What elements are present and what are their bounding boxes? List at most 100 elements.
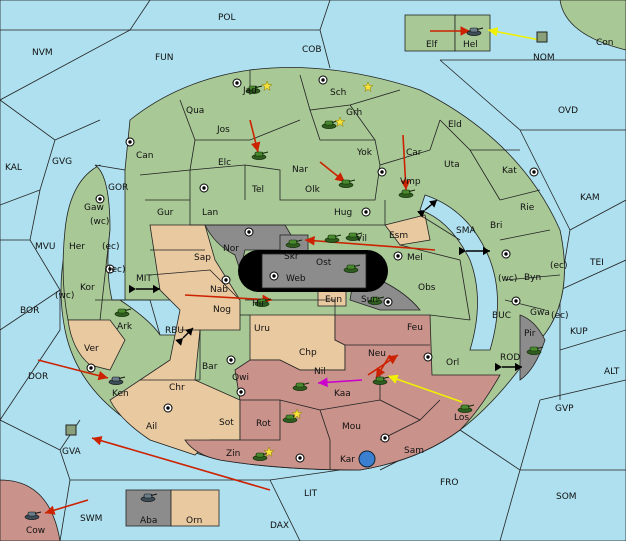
label-Ost: Ost <box>316 258 332 268</box>
supply-center-icon <box>226 355 236 365</box>
label-Mel: Mel <box>407 253 423 263</box>
label-ROD: ROD <box>500 353 520 363</box>
label-DAX: DAX <box>270 521 289 531</box>
supply-center-icon <box>501 249 511 259</box>
label-Chp: Chp <box>299 348 317 358</box>
supply-center-icon <box>295 453 305 463</box>
label-Kor: Kor <box>80 283 95 293</box>
supply-center-icon <box>393 251 403 261</box>
label-NOM: NOM <box>533 53 555 63</box>
label-Olk: Olk <box>305 185 321 195</box>
label-Lan: Lan <box>202 208 218 218</box>
label-MIT: MIT <box>136 274 152 284</box>
label-Grh: Grh <box>346 108 362 118</box>
label-KUP: KUP <box>570 327 588 337</box>
supply-center-icon <box>244 227 254 237</box>
label-TEI: TEI <box>589 258 604 268</box>
label-wc3: (wc) <box>55 291 74 301</box>
label-ALT: ALT <box>604 367 620 377</box>
label-ec2: (ec) <box>550 261 568 271</box>
label-Nar: Nar <box>292 165 308 175</box>
label-GOR: GOR <box>108 183 128 193</box>
label-Gur: Gur <box>157 208 174 218</box>
label-Sun: Sun <box>361 295 378 305</box>
label-NVM: NVM <box>32 48 53 58</box>
supply-center-icon <box>377 167 387 177</box>
depot-icon <box>536 31 548 43</box>
label-MVU: MVU <box>35 242 56 252</box>
territory-elf[interactable] <box>404 14 456 52</box>
label-Car: Car <box>406 148 422 158</box>
label-ec4: (ec) <box>551 311 569 321</box>
label-Ver: Ver <box>84 344 99 354</box>
label-Ail: Ail <box>146 422 157 432</box>
label-Elc: Elc <box>218 158 231 168</box>
label-Cow: Cow <box>26 526 45 536</box>
label-KAL: KAL <box>5 163 22 173</box>
label-Eun: Eun <box>325 295 342 305</box>
label-ec3: (ec) <box>108 265 126 275</box>
label-FRO: FRO <box>440 478 459 488</box>
label-Elf: Elf <box>426 40 438 50</box>
label-Feu: Feu <box>407 323 423 333</box>
label-Her: Her <box>69 242 85 252</box>
orders <box>37 26 541 515</box>
territory-labels: POL NVM FUN COB Elf Hel NOM Con KAL GVG … <box>5 13 620 536</box>
territory-esm[interactable] <box>384 214 431 246</box>
territory-orn[interactable] <box>170 489 220 527</box>
territory-ver[interactable] <box>67 319 126 371</box>
label-Con: Con <box>596 38 614 48</box>
label-Nog: Nog <box>213 305 231 315</box>
label-Orl: Orl <box>446 358 459 368</box>
label-Can: Can <box>136 151 154 161</box>
supply-center-icon <box>125 137 135 147</box>
label-Eld: Eld <box>448 120 462 130</box>
label-Qwi: Qwi <box>232 373 249 383</box>
supply-center-icon <box>221 275 231 285</box>
label-ec1: (ec) <box>102 242 120 252</box>
label-Hug: Hug <box>334 208 352 218</box>
label-Sch: Sch <box>330 88 346 98</box>
supply-center-icon <box>163 403 173 413</box>
label-BUC: BUC <box>492 311 511 321</box>
label-Jos: Jos <box>216 125 230 135</box>
label-wc2: (wc) <box>498 274 517 284</box>
supply-center-icon <box>423 352 433 362</box>
label-GVA: GVA <box>62 447 82 457</box>
label-COB: COB <box>302 45 322 55</box>
label-Web: Web <box>286 274 306 284</box>
label-Obs: Obs <box>418 283 436 293</box>
label-Sap: Sap <box>194 253 211 263</box>
label-Rie: Rie <box>520 203 535 213</box>
supply-center-icon <box>318 75 328 85</box>
territory-tan-region <box>109 224 241 456</box>
supply-center-icon <box>86 363 96 373</box>
land-borders <box>95 70 561 470</box>
supply-center-icon <box>529 167 539 177</box>
label-Qua: Qua <box>186 106 204 116</box>
supply-center-icon <box>199 183 209 193</box>
sea-gor <box>94 164 126 301</box>
label-Ark: Ark <box>117 322 133 332</box>
supply-center-icon <box>380 433 390 443</box>
label-Sot: Sot <box>219 418 234 428</box>
label-Uta: Uta <box>444 160 460 170</box>
supply-center-icon <box>236 387 246 397</box>
label-Gaw: Gaw <box>84 203 104 213</box>
label-Nor: Nor <box>223 244 239 254</box>
label-Chr: Chr <box>169 383 185 393</box>
label-Ken: Ken <box>112 389 129 399</box>
label-Uru: Uru <box>254 324 270 334</box>
label-Rot: Rot <box>256 419 271 429</box>
label-RBU: RBU <box>165 326 184 336</box>
supply-center-icon <box>383 297 393 307</box>
label-Vil: Vil <box>356 234 367 244</box>
territory-red-region <box>184 314 501 471</box>
label-SOM: SOM <box>556 492 577 502</box>
supply-center-icon <box>269 271 279 281</box>
label-Nab: Nab <box>210 285 228 295</box>
supply-center-icon <box>95 194 105 204</box>
label-OVD: OVD <box>558 106 578 116</box>
label-SMA: SMA <box>456 226 476 236</box>
